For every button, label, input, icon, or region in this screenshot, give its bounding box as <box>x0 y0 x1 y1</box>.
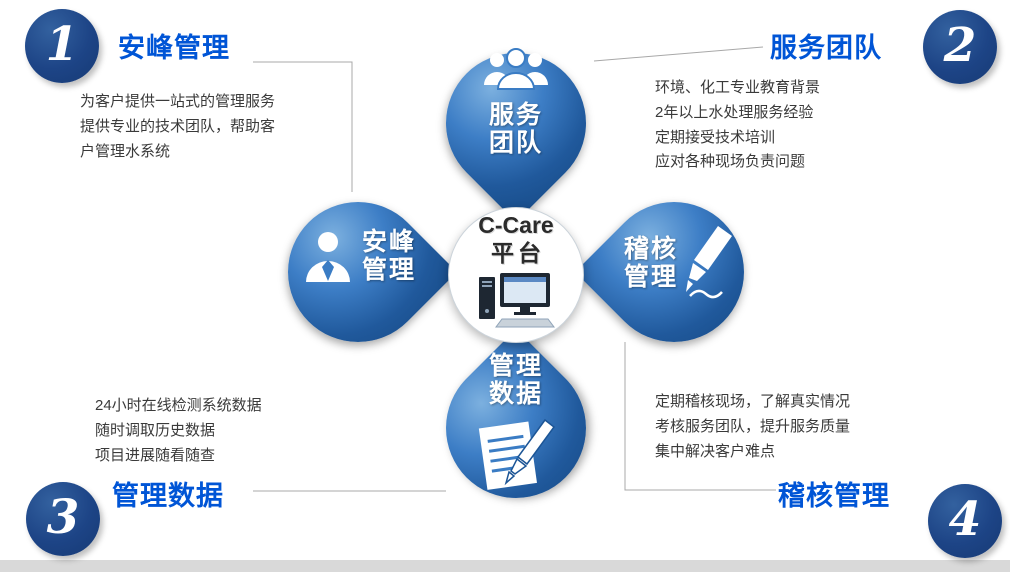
petal-bottom-label: 管理 数据 <box>488 352 543 408</box>
badge-2-text: 2 <box>943 17 977 73</box>
pen-icon <box>686 226 732 299</box>
desc-service-team: 环境、化工专业教育背景 2年以上水处理服务经验 定期接受技术培训 应对各种现场负… <box>655 79 821 171</box>
platform-label: 平台 <box>491 240 545 267</box>
desc-management-data: 24小时在线检测系统数据 随时调取历史数据 项目进展随看随查 <box>95 397 262 464</box>
petal-top-content: 服务 团队 <box>446 47 586 157</box>
center-platform-content: C-Care 平台 <box>448 212 584 329</box>
computer-icon <box>479 272 555 328</box>
petal-top-label: 服务 团队 <box>488 101 543 157</box>
desc-anfeng-management: 为客户提供一站式的管理服务 提供专业的技术团队，帮助客 户管理水系统 <box>80 93 276 160</box>
person-icon <box>305 232 350 282</box>
desc-audit-management: 定期稽核现场，了解真实情况 考核服务团队，提升服务质量 集中解决客户难点 <box>655 393 851 460</box>
connector-top-right <box>593 46 764 62</box>
petal-right-content: 稽核 管理 <box>614 224 750 302</box>
number-badge-4: 4 <box>928 484 1002 558</box>
team-icon <box>484 48 548 90</box>
heading-management-data: 管理数据 <box>112 481 224 511</box>
badge-3-text: 3 <box>46 489 80 545</box>
heading-anfeng-management: 安峰管理 <box>118 33 230 63</box>
petal-bottom-content: 管理 数据 <box>436 352 596 498</box>
petal-left-content: 安峰 管理 <box>292 228 426 284</box>
bottom-bar <box>0 560 1010 572</box>
number-badge-3: 3 <box>26 482 100 556</box>
heading-audit-management: 稽核管理 <box>778 481 890 511</box>
petal-right-label: 稽核 管理 <box>623 235 678 291</box>
heading-service-team: 服务团队 <box>770 33 882 63</box>
badge-4-text: 4 <box>948 491 982 547</box>
petal-left-label: 安峰 管理 <box>361 228 416 284</box>
number-badge-1: 1 <box>25 9 99 83</box>
platform-name: C-Care <box>478 212 554 238</box>
badge-1-text: 1 <box>45 16 79 72</box>
number-badge-2: 2 <box>923 10 997 84</box>
document-pen-icon <box>478 418 556 490</box>
